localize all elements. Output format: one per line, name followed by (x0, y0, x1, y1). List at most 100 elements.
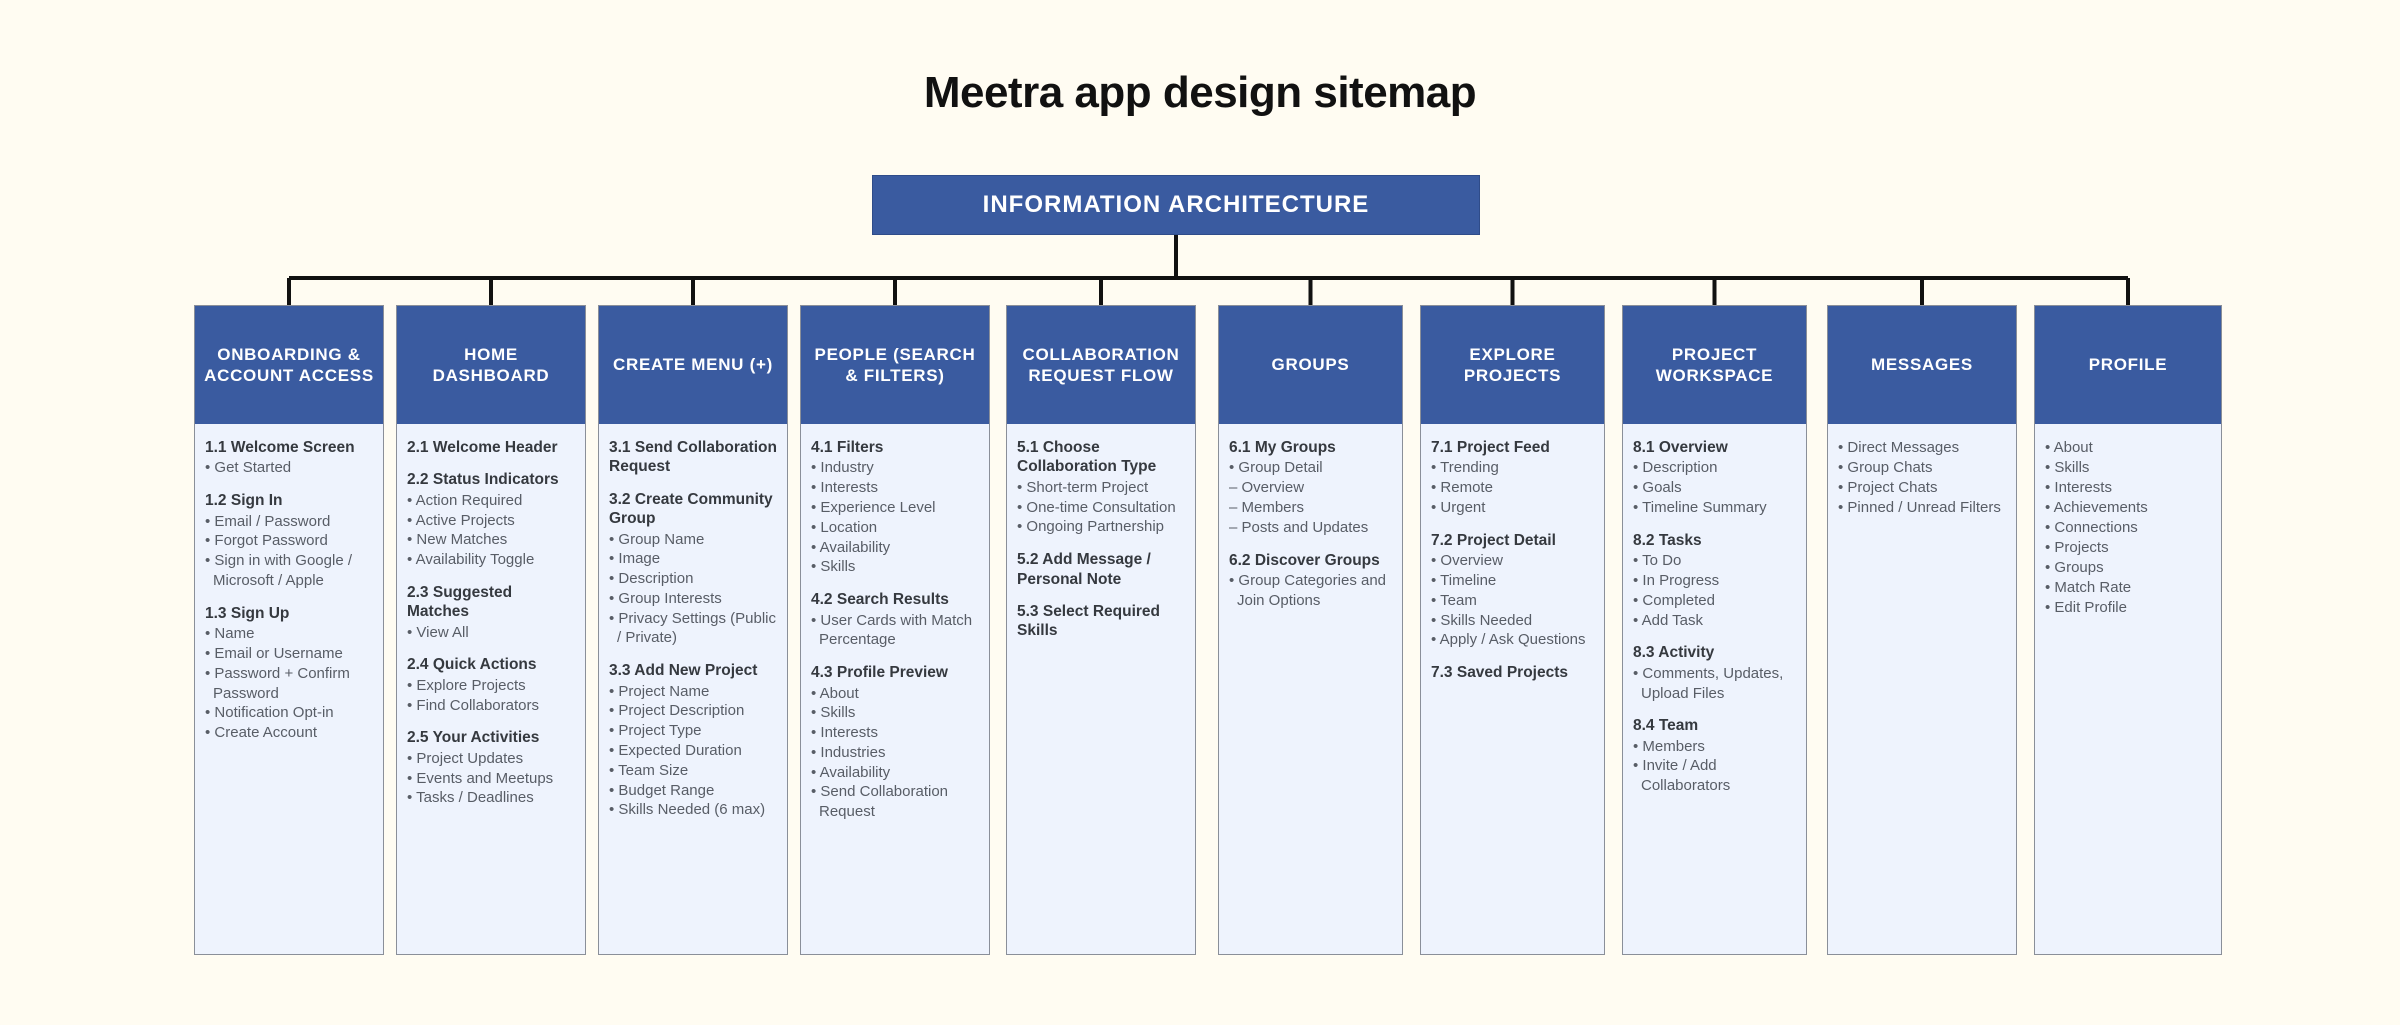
section-title: 2.2 Status Indicators (407, 471, 559, 489)
section-items: • Email / Password• Forgot Password• Sig… (205, 512, 375, 591)
list-item: • To Do (1633, 552, 1682, 570)
section-title: 6.2 Discover Groups (1229, 551, 1380, 569)
card-create-menu[interactable]: CREATE MENU (+)3.1 Send Collaboration Re… (598, 305, 788, 955)
list-item: • Events and Meetups (407, 769, 554, 787)
list-item: • Skills Needed (1431, 611, 1533, 629)
list-item: • Description (1633, 459, 1718, 477)
section-title: 1.1 Welcome Screen (205, 439, 355, 456)
list-item: • In Progress (1633, 571, 1720, 589)
card-body-profile: • About• Skills• Interests• Achievements… (2035, 424, 2221, 954)
section-collaboration-request-flow-1: 5.2 Add Message / Personal Note (1017, 550, 1187, 589)
list-item: • Interests (811, 724, 878, 742)
section-home-dashboard-3: 2.4 Quick Actions• Explore Projects• Fin… (407, 655, 577, 715)
section-title: 4.2 Search Results (811, 591, 949, 609)
card-body-project-workspace: 8.1 Overview• Description• Goals• Timeli… (1623, 424, 1806, 954)
section-people-0: 4.1 Filters• Industry• Interests• Experi… (811, 438, 981, 577)
card-header-people: PEOPLE (SEARCH & FILTERS) (801, 306, 989, 424)
section-title: 8.2 Tasks (1633, 531, 1702, 549)
list-item: • Goals (1633, 479, 1682, 497)
section-create-menu-2: 3.3 Add New Project • Project Name• Proje… (609, 661, 779, 820)
list-item: • Pinned / Unread Filters (1838, 498, 2001, 516)
section-project-workspace-0: 8.1 Overview• Description• Goals• Timeli… (1633, 438, 1798, 518)
list-item: • Short-term Project (1017, 478, 1149, 496)
list-item: • Availability Toggle (407, 551, 535, 569)
card-people[interactable]: PEOPLE (SEARCH & FILTERS) 4.1 Filters• In… (800, 305, 990, 955)
section-title: 1.2 Sign In (205, 492, 283, 510)
section-title: 3.1 Send Collaboration Request (609, 439, 777, 476)
root-node-information-architecture[interactable]: INFORMATION ARCHITECTURE (872, 175, 1480, 235)
section-items: • Trending• Remote• Urgent (1431, 458, 1596, 517)
section-title: 8.3 Activity (1633, 644, 1715, 662)
section-items: • To Do• In Progress• Completed• Add Tas… (1633, 551, 1798, 630)
section-title: 1.3 Sign Up (205, 604, 290, 622)
section-items: • User Cards with Match Percentage (811, 611, 981, 651)
list-item: • Industries (811, 743, 886, 761)
list-item: – Overview (1229, 479, 1305, 497)
list-item: • Action Required (407, 491, 523, 509)
list-item: • Expected Duration (609, 742, 742, 760)
list-item: • Trending (1431, 459, 1499, 477)
list-item: • Completed (1633, 591, 1715, 609)
section-items: • Group Detail– Overview– Members– Posts… (1229, 458, 1394, 537)
list-item: • Group Categories and Join Options (1229, 571, 1387, 609)
list-item: • Budget Range (609, 781, 715, 799)
list-item: • Group Chats (1838, 458, 1933, 476)
section-people-1: 4.2 Search Results • User Cards with Matc… (811, 590, 981, 650)
section-title: 3.3 Add New Project (609, 662, 758, 680)
list-item: • Urgent (1431, 498, 1486, 516)
section-groups-0: 6.1 My Groups• Group Detail– Overview– M… (1229, 438, 1394, 538)
list-item: • Get Started (205, 459, 292, 477)
section-title: 7.3 Saved Projects (1431, 664, 1568, 682)
card-header-home-dashboard: HOME DASHBOARD (397, 306, 585, 424)
list-item: • Project Type (609, 722, 702, 740)
section-title: 5.1 Choose Collaboration Type (1017, 439, 1157, 476)
section-items: • Comments, Updates, Upload Files (1633, 664, 1798, 704)
list-item: • Ongoing Partnership (1017, 518, 1165, 536)
list-item: • Image (609, 550, 661, 568)
section-project-workspace-1: 8.2 Tasks • To Do• In Progress • Completed… (1633, 531, 1798, 631)
list-item: • Skills (811, 558, 856, 576)
section-create-menu-1: 3.2 Create Community Group• Group Name• … (609, 490, 779, 649)
list-item: • Skills (811, 704, 856, 722)
section-project-workspace-2: 8.3 Activity • Comments, Updates, Upload … (1633, 643, 1798, 703)
section-items: • Short-term Project • One-time Consultat… (1017, 478, 1187, 537)
list-item: • Send Collaboration Request (811, 783, 949, 821)
card-body-people: 4.1 Filters• Industry• Interests• Experi… (801, 424, 989, 954)
list-item: • Availability (811, 763, 891, 781)
list-item: • Availability (811, 538, 891, 556)
list-item: • Team (1431, 591, 1477, 609)
section-items: • Industry• Interests• Experience Level•… (811, 458, 981, 577)
list-item: • Timeline (1431, 571, 1497, 589)
list-item: • Edit Profile (2045, 598, 2127, 616)
list-item: – Members (1229, 498, 1305, 516)
card-messages[interactable]: MESSAGES• Direct Messages• Group Chats• … (1827, 305, 2017, 955)
section-items: • Project Name• Project Description• Pro… (609, 682, 779, 821)
list-item: • About (2045, 439, 2093, 456)
list-item: • Team Size (609, 761, 689, 779)
card-body-onboarding: 1.1 Welcome Screen • Get Started 1.2 Sign … (195, 424, 383, 954)
list-item: • Privacy Settings (Public / Private) (609, 609, 776, 647)
list-item: • Password + Confirm Password (205, 664, 350, 702)
list-item: • Skills (2045, 458, 2090, 476)
section-title: 7.2 Project Detail (1431, 531, 1556, 549)
list-item: • Project Updates (407, 749, 524, 767)
card-home-dashboard[interactable]: HOME DASHBOARD 2.1 Welcome Header 2.2 Stat… (396, 305, 586, 955)
list-item: • Interests (2045, 478, 2112, 496)
list-item: • Forgot Password (205, 532, 328, 550)
card-header-profile: PROFILE (2035, 306, 2221, 424)
list-item: • Connections (2045, 518, 2138, 536)
list-profile: • About• Skills• Interests• Achievements… (2045, 438, 2213, 617)
section-home-dashboard-0: 2.1 Welcome Header (407, 438, 577, 457)
card-profile[interactable]: PROFILE• About• Skills• Interests• Achie… (2034, 305, 2222, 955)
section-items: • Group Name• Image• Description• Group … (609, 530, 779, 649)
list-messages: • Direct Messages• Group Chats• Project … (1838, 438, 2008, 518)
card-header-explore-projects: EXPLORE PROJECTS (1421, 306, 1604, 424)
list-item: • One-time Consultation (1017, 498, 1176, 516)
section-home-dashboard-1: 2.2 Status Indicators • Action Required • … (407, 470, 577, 570)
